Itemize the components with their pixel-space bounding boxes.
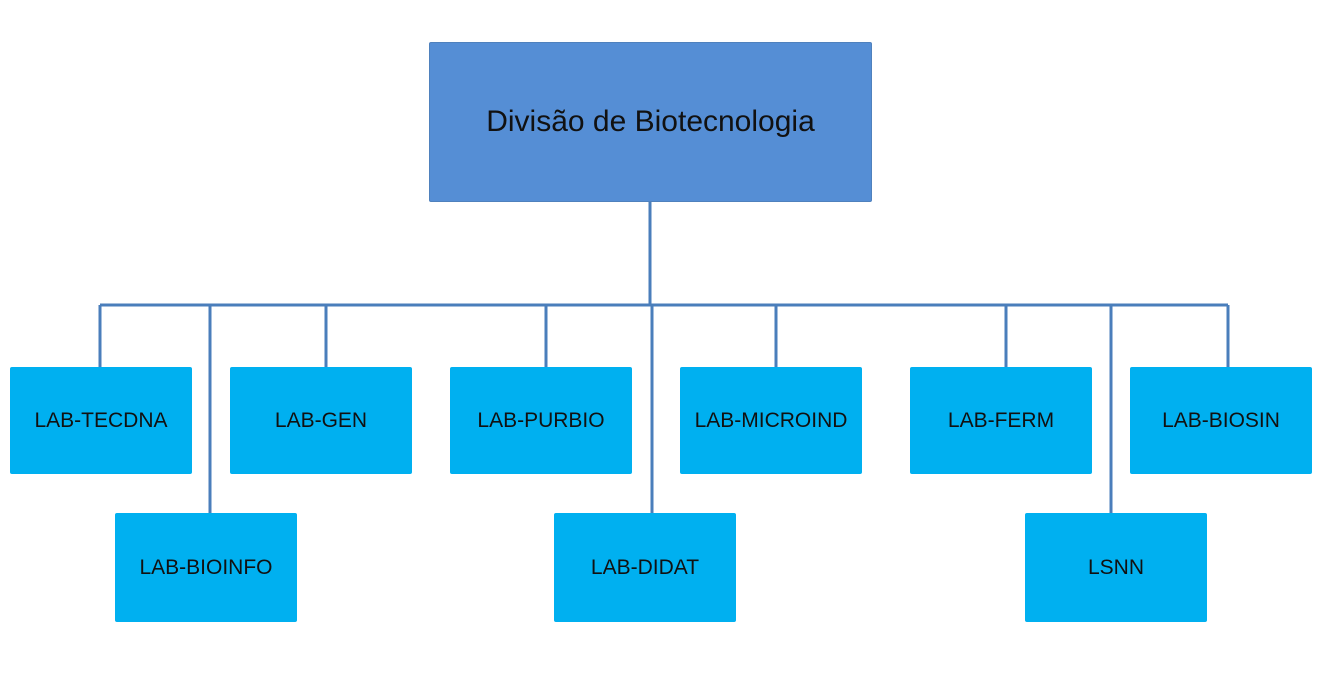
node-lab-gen: LAB-GEN <box>230 367 412 474</box>
node-label: LAB-MICROIND <box>694 408 848 432</box>
node-label: LAB-TECDNA <box>34 408 168 432</box>
node-lab-bioinfo: LAB-BIOINFO <box>115 513 297 622</box>
node-lab-biosin: LAB-BIOSIN <box>1130 367 1312 474</box>
root-node: Divisão de Biotecnologia <box>429 42 872 202</box>
root-node-label: Divisão de Biotecnologia <box>486 105 815 138</box>
node-label: LAB-FERM <box>947 408 1055 432</box>
node-label: LAB-DIDAT <box>590 555 700 579</box>
node-lab-didat: LAB-DIDAT <box>554 513 736 622</box>
node-label: LAB-PURBIO <box>477 408 605 432</box>
node-label: LSNN <box>1087 555 1145 579</box>
node-lab-tecdna: LAB-TECDNA <box>10 367 192 474</box>
node-label: LAB-BIOSIN <box>1162 408 1280 432</box>
node-label: LAB-GEN <box>274 408 368 432</box>
node-lab-purbio: LAB-PURBIO <box>450 367 632 474</box>
node-lsnn: LSNN <box>1025 513 1207 622</box>
node-lab-microind: LAB-MICROIND <box>680 367 862 474</box>
node-lab-ferm: LAB-FERM <box>910 367 1092 474</box>
node-label: LAB-BIOINFO <box>139 555 273 579</box>
